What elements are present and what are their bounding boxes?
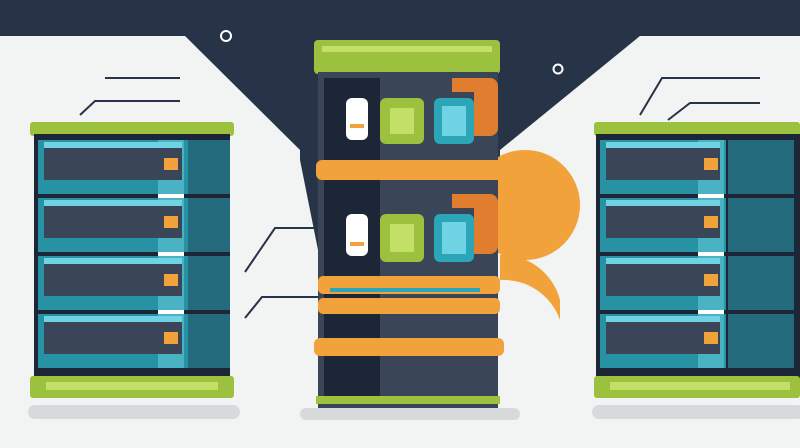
battery-module-face	[44, 206, 182, 238]
battery-module-glint	[44, 258, 182, 264]
status-indicator	[164, 216, 178, 228]
status-indicator	[164, 158, 178, 170]
battery-module-face	[606, 322, 720, 354]
module-side-glass	[728, 314, 794, 368]
center-battery-rack	[314, 40, 504, 408]
ground-shadow-right	[592, 405, 800, 419]
battery-module-glint	[44, 316, 182, 322]
center-shelf-middle	[346, 194, 498, 262]
module-side-glass	[188, 140, 230, 194]
ground-shadow-left	[28, 405, 240, 419]
status-indicator	[704, 332, 718, 344]
battery-module-glint	[44, 142, 182, 148]
status-indicator	[704, 274, 718, 286]
left-battery-rack	[30, 122, 234, 398]
center-shelf-top	[346, 78, 498, 144]
battery-module-glint	[606, 316, 720, 322]
module-side-glass	[728, 198, 794, 252]
battery-module-face	[606, 264, 720, 296]
module-side-glass	[188, 314, 230, 368]
module-side-glass	[188, 256, 230, 310]
dot-icon	[552, 63, 564, 75]
battery-module-glint	[606, 258, 720, 264]
battery-module-glint	[44, 200, 182, 206]
battery-module-face	[44, 322, 182, 354]
orange-arc	[500, 254, 560, 320]
right-battery-rack	[594, 122, 800, 398]
status-indicator	[704, 216, 718, 228]
center-orange-bar-3	[318, 298, 500, 314]
center-orange-bar-4	[314, 338, 504, 356]
center-base	[316, 396, 500, 404]
module-side-glass	[728, 256, 794, 310]
module-side-glass	[188, 198, 230, 252]
battery-module-face	[606, 148, 720, 180]
center-orange-bar-1	[316, 160, 504, 180]
speed-lines-left	[79, 77, 320, 319]
module-side-glass	[728, 140, 794, 194]
battery-module-glint	[606, 142, 720, 148]
battery-module-face	[44, 264, 182, 296]
battery-module-glint	[606, 200, 720, 206]
center-teal-strip	[330, 288, 480, 292]
speed-lines-right	[639, 77, 760, 121]
status-indicator	[164, 274, 178, 286]
status-indicator	[704, 158, 718, 170]
battery-module-face	[44, 148, 182, 180]
dot-icon	[220, 30, 232, 42]
status-indicator	[164, 332, 178, 344]
battery-module-face	[606, 206, 720, 238]
ground-shadow-center	[300, 408, 520, 420]
